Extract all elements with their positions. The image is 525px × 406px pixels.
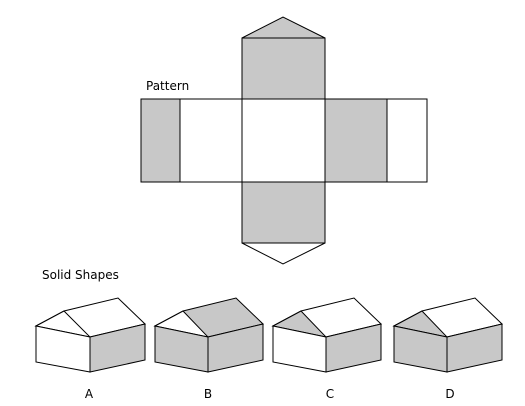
net-bottom-triangle [241, 242, 326, 265]
solid-b-label: B [204, 387, 212, 401]
solid-shape-b: B [153, 297, 265, 401]
solid-shape-c: C [271, 297, 383, 401]
net-left-face [179, 98, 243, 183]
solid-b-side [207, 323, 264, 373]
net-center-face [241, 98, 326, 183]
pattern-net: Pattern [140, 16, 428, 265]
net-right-face [324, 98, 388, 183]
solid-shapes-label: Solid Shapes [42, 268, 119, 282]
net-far-right-face [386, 98, 428, 183]
solid-c-side [325, 323, 382, 373]
solid-d-side [446, 323, 503, 373]
net-top-triangle [241, 16, 326, 39]
solid-c-label: C [326, 387, 334, 401]
net-bottom-face [241, 181, 326, 244]
solid-shape-a: A [34, 297, 147, 401]
solid-shape-d: D [392, 297, 504, 401]
net-top-face [241, 37, 326, 100]
solid-a-label: A [85, 387, 94, 401]
solid-a-side [89, 323, 146, 373]
solid-shapes: Solid Shapes A B C [34, 268, 504, 401]
net-far-left-face [140, 98, 181, 183]
solid-d-label: D [445, 387, 454, 401]
pattern-label: Pattern [146, 79, 189, 93]
